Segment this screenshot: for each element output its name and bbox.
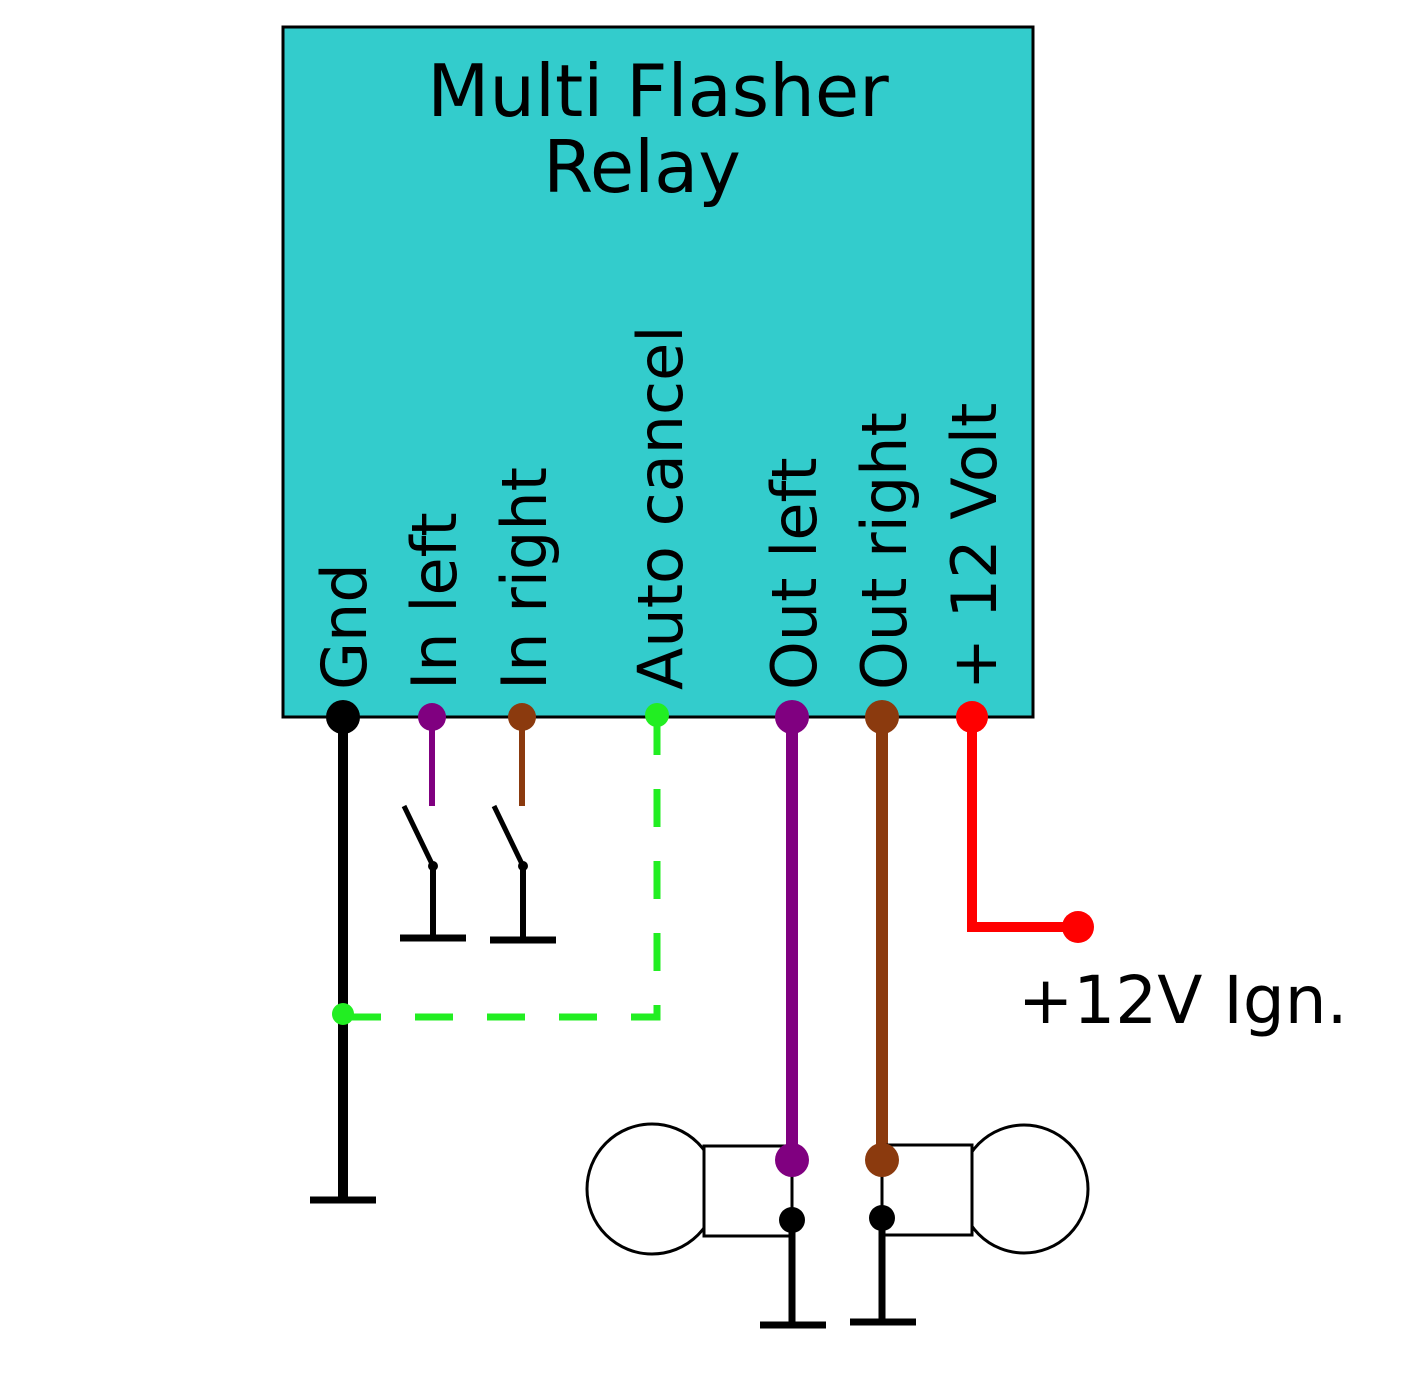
in-left-switch-blade — [401, 804, 436, 868]
power-terminal — [1062, 911, 1094, 943]
pin-label-out-left: Out left — [758, 457, 831, 690]
pin-label-plus-12-volt: + 12 Volt — [938, 403, 1011, 690]
pin-terminal-gnd — [326, 700, 360, 734]
supply-label: +12V Ign. — [1018, 962, 1348, 1039]
pin-label-gnd: Gnd — [308, 563, 381, 690]
pin-label-auto-cancel: Auto cancel — [624, 326, 697, 691]
relay-title-line1: Multi Flasher — [427, 49, 889, 133]
in-left-switch-contact — [428, 861, 438, 871]
relay-box — [281, 25, 1035, 719]
in-right-switch-contact — [518, 861, 528, 871]
pin-terminal-in-right — [508, 703, 536, 731]
relay-title-line2: Relay — [543, 125, 741, 209]
pin-terminal-out-left — [775, 700, 809, 734]
auto-cancel-junction — [332, 1003, 354, 1025]
pin-label-in-right: In right — [488, 467, 561, 690]
in-right-switch-blade — [491, 804, 526, 868]
power-wire — [967, 717, 1078, 932]
right-bulb-feed-node — [865, 1143, 899, 1177]
auto-cancel-wire — [343, 717, 661, 1021]
pin-terminal-auto-cancel — [645, 703, 669, 727]
pin-label-in-left: In left — [398, 512, 471, 690]
right-bulb-globe — [958, 1123, 1090, 1255]
pin-label-out-right: Out right — [848, 412, 921, 690]
left-bulb-ground-node — [779, 1207, 805, 1233]
pin-terminal-in-left — [418, 703, 446, 731]
left-bulb-feed-node — [775, 1143, 809, 1177]
pin-terminal-plus-12-volt — [956, 701, 988, 733]
left-bulb-globe — [585, 1122, 719, 1256]
right-bulb-ground-node — [869, 1205, 895, 1231]
pin-terminal-out-right — [865, 700, 899, 734]
